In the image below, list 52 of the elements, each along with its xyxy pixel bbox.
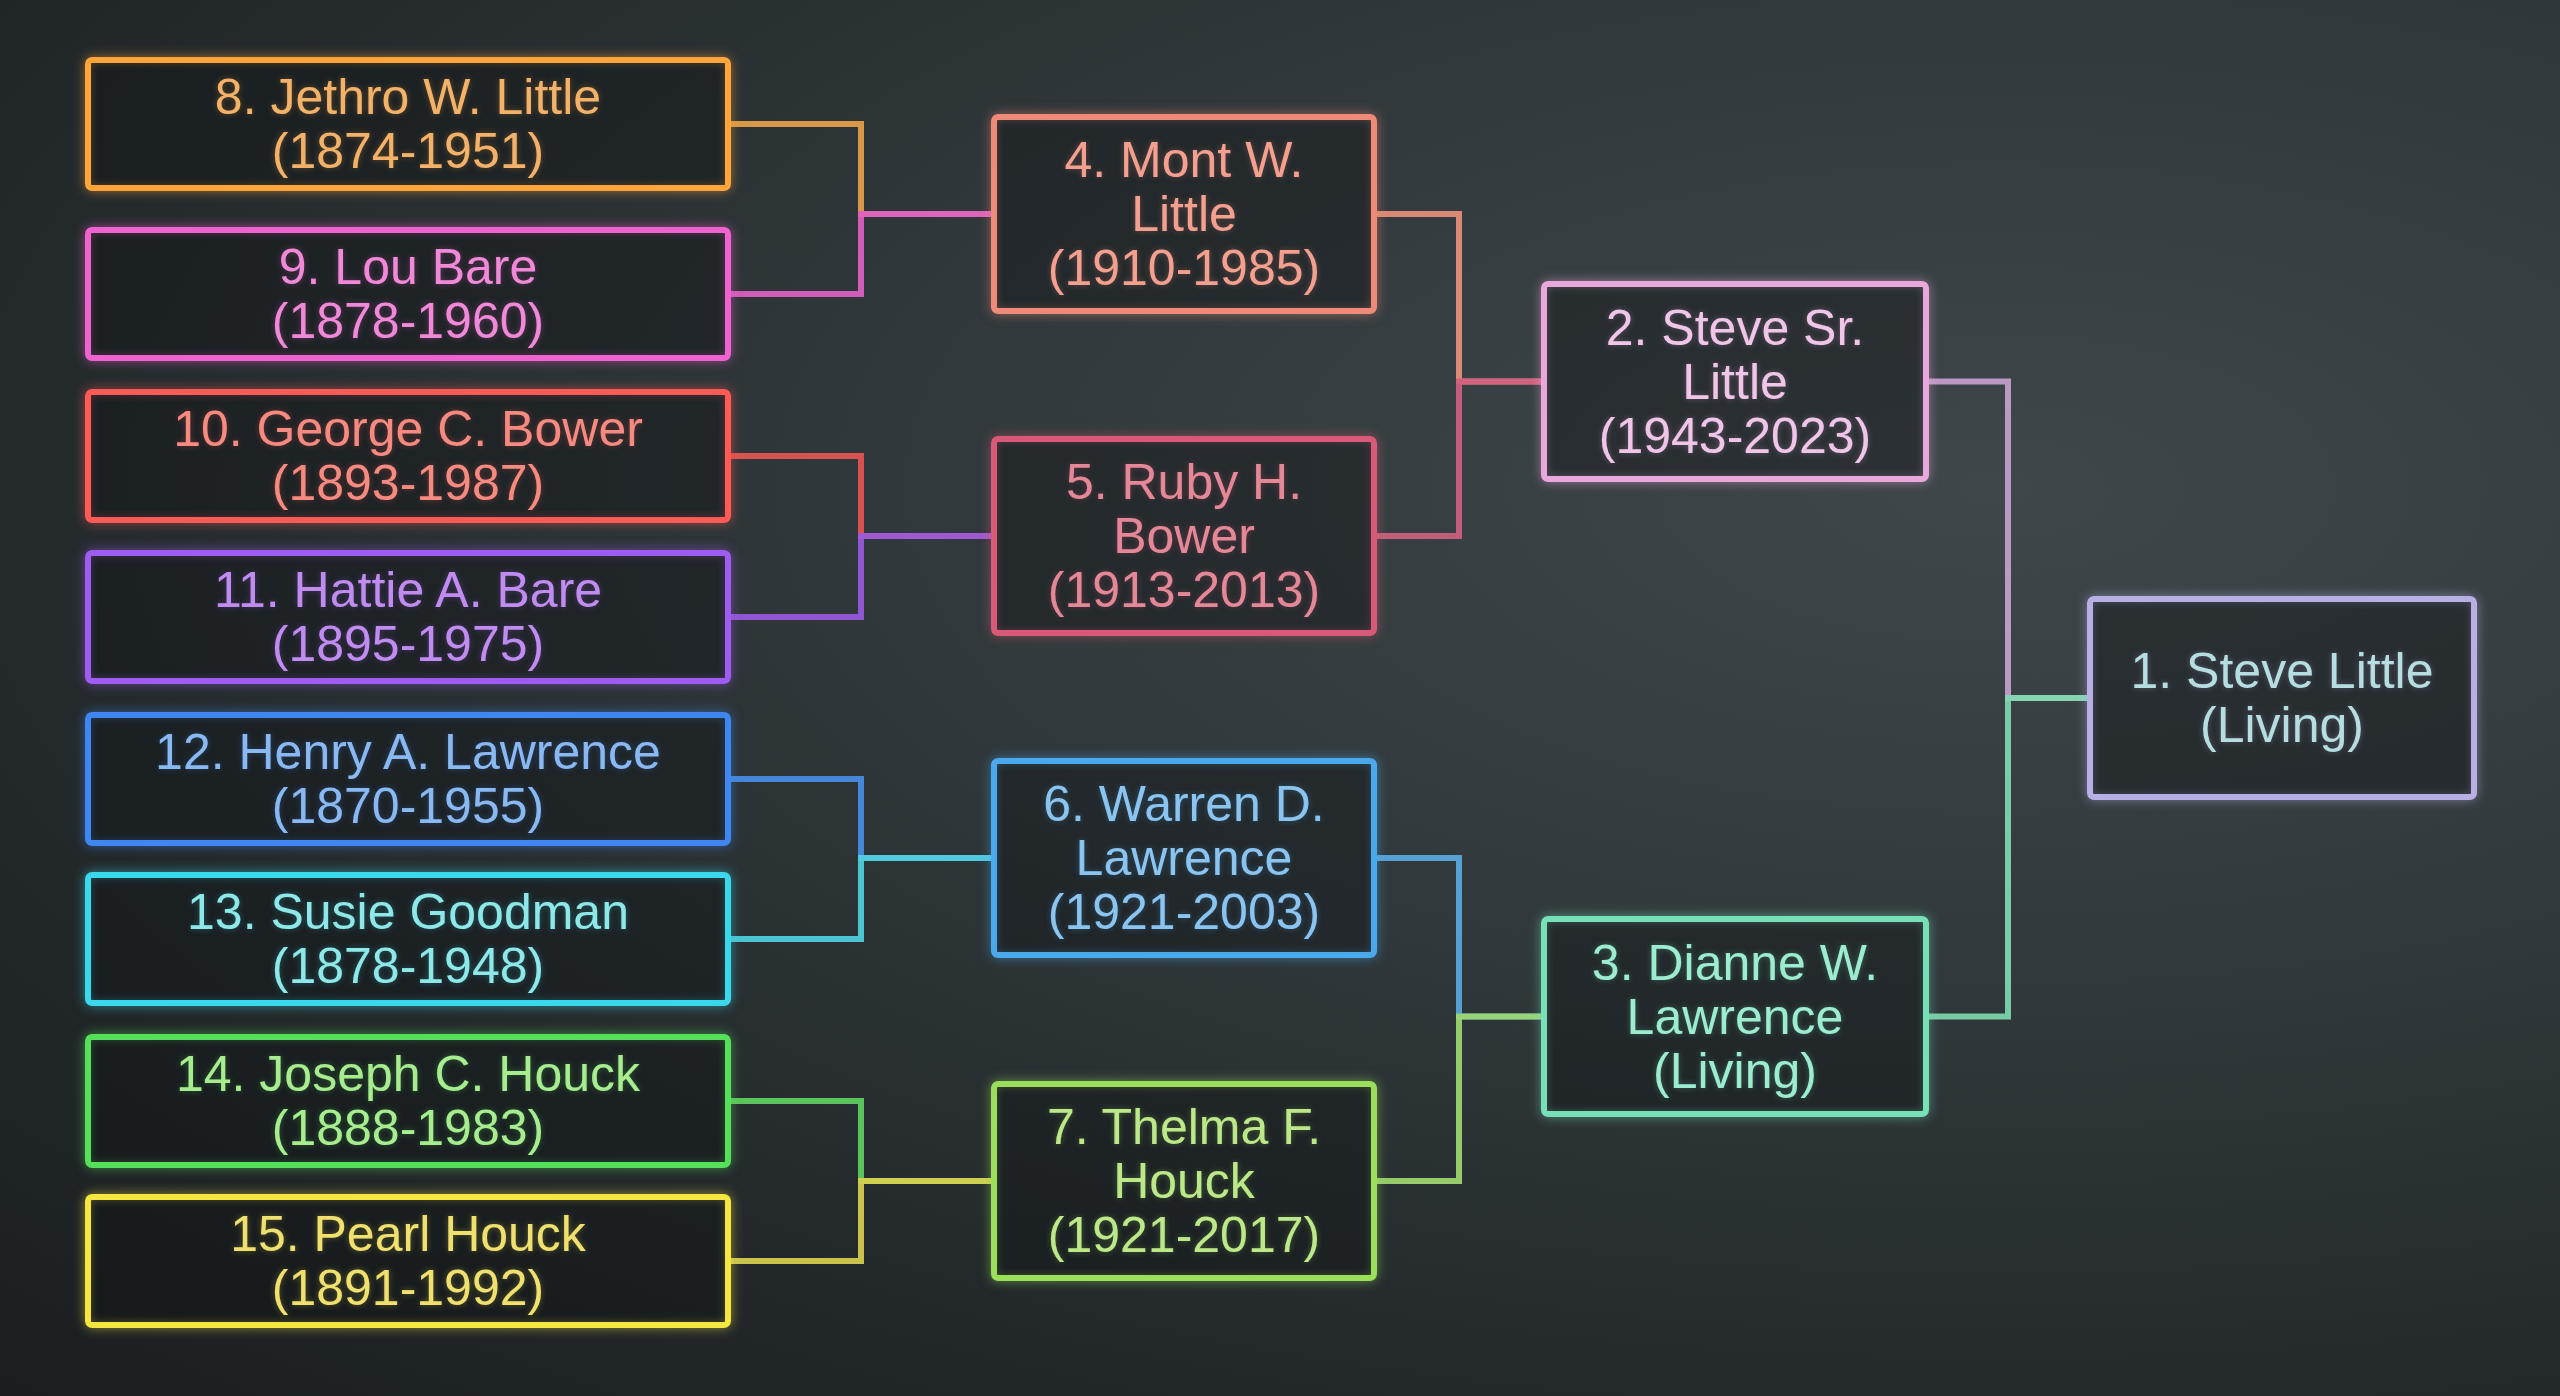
person-name: 11. Hattie A. Bare: [213, 563, 603, 617]
connector-line: [731, 533, 991, 620]
connector-line: [731, 211, 991, 297]
life-dates: (Living): [1653, 1043, 1817, 1098]
life-dates: (1893-1987): [271, 456, 545, 510]
person-box: [85, 227, 731, 361]
person-box: [85, 550, 731, 684]
person-name: 10. George C. Bower: [173, 402, 643, 456]
life-dates: (1921-2017): [1047, 1208, 1321, 1262]
person-name: 9. Lou Bare: [278, 240, 538, 294]
person-box: [1541, 916, 1929, 1117]
person-name: 2. Steve Sr. Little: [1604, 300, 1866, 409]
person-box: [85, 872, 731, 1006]
person-name: 1. Steve Little: [2130, 644, 2434, 698]
person-name: 13. Susie Goodman: [187, 885, 629, 939]
life-dates: (1878-1960): [271, 294, 545, 348]
person-box: [2087, 596, 2477, 800]
life-dates: (1878-1948): [271, 939, 545, 993]
life-dates: (1895-1975): [271, 617, 545, 671]
life-dates: (1888-1983): [271, 1101, 545, 1155]
person-box: [85, 712, 731, 846]
life-dates: (Living): [2200, 698, 2364, 752]
person-name: 14. Joseph C. Houck: [175, 1047, 641, 1101]
life-dates: (1874-1951): [271, 124, 545, 178]
life-dates: (1891-1992): [271, 1261, 545, 1315]
person-box: [85, 57, 731, 191]
person-name: 12. Henry A. Lawrence: [155, 725, 661, 779]
person-name: 15. Pearl Houck: [230, 1207, 586, 1261]
person-name: 7. Thelma F. Houck: [1045, 1100, 1323, 1208]
person-name: 3. Dianne W. Lawrence: [1590, 935, 1880, 1044]
connector-line: [731, 855, 991, 942]
connector-line: [1377, 378, 1541, 539]
person-name: 4. Mont W. Little: [1063, 133, 1305, 241]
person-name: 8. Jethro W. Little: [214, 70, 602, 124]
person-name: 6. Warren D. Lawrence: [1042, 777, 1326, 885]
person-box: [85, 1034, 731, 1168]
person-name: 5. Ruby H. Bower: [1064, 455, 1304, 563]
person-box: [1541, 281, 1929, 482]
life-dates: (1943-2023): [1598, 408, 1872, 463]
person-box: [991, 1081, 1377, 1281]
person-box: [991, 758, 1377, 958]
life-dates: (1910-1985): [1047, 241, 1321, 295]
life-dates: (1921-2003): [1047, 885, 1321, 939]
person-box: [991, 436, 1377, 636]
connector-line: [731, 1178, 991, 1264]
connector-line: [1929, 695, 2087, 1020]
life-dates: (1913-2013): [1047, 563, 1321, 617]
person-box: [85, 1194, 731, 1328]
person-box: [991, 114, 1377, 314]
connector-line: [1377, 1013, 1541, 1184]
person-box: [85, 389, 731, 523]
life-dates: (1870-1955): [271, 779, 545, 833]
